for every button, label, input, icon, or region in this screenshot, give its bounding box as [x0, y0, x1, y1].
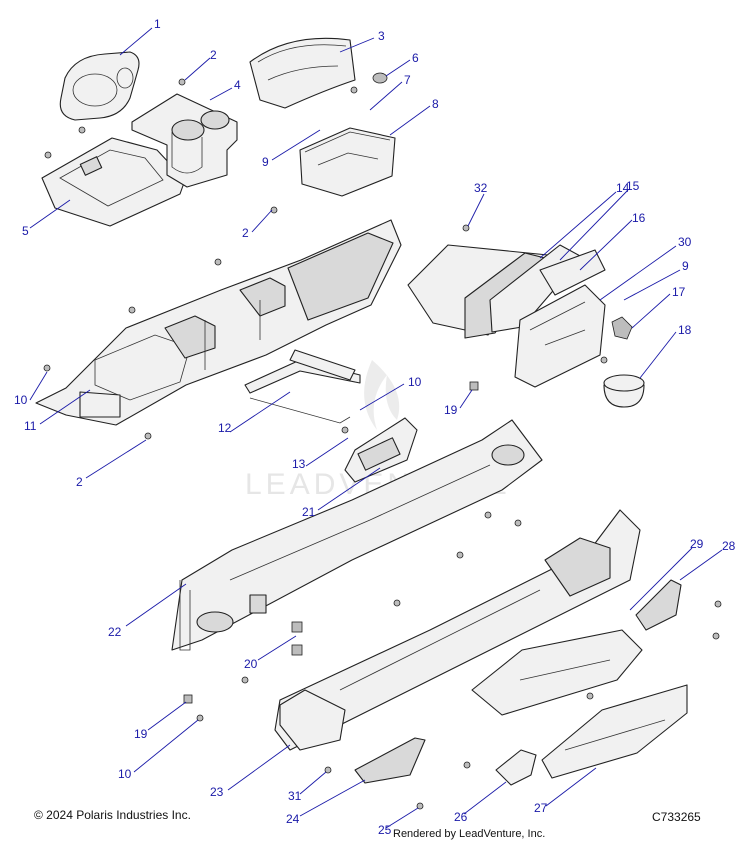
grille-part [354, 579, 682, 784]
callout-23: 23 [210, 785, 224, 799]
upper-dash-part [35, 219, 402, 426]
callout-28: 28 [722, 539, 736, 553]
storage-bin-part [299, 127, 396, 197]
callout-9: 9 [262, 155, 269, 169]
callout-12: 12 [218, 421, 232, 435]
callout-6: 6 [412, 51, 419, 65]
callout-29: 29 [690, 537, 704, 551]
callout-2c: 2 [76, 475, 83, 489]
kick-panel-part [471, 629, 643, 716]
callout-20: 20 [244, 657, 258, 671]
mounting-bracket-part [244, 349, 361, 424]
callout-10: 10 [14, 393, 28, 407]
duct-part [495, 749, 537, 786]
callout-2: 2 [210, 48, 217, 62]
callout-24: 24 [286, 812, 300, 826]
callout-21: 21 [302, 505, 316, 519]
callout-26: 26 [454, 810, 468, 824]
callout-22: 22 [108, 625, 122, 639]
callout-19b: 19 [134, 727, 148, 741]
callout-14: 14 [616, 181, 630, 195]
callout-10c: 10 [118, 767, 132, 781]
callout-11: 11 [24, 419, 37, 433]
callout-7: 7 [404, 73, 411, 87]
cupholder-console-part [131, 93, 238, 188]
callout-10b: 10 [408, 375, 422, 389]
drawing-number: C733265 [652, 810, 701, 824]
gauge-housing-part [41, 137, 186, 227]
callout-5: 5 [22, 224, 29, 238]
callout-labels: 1 2 3 4 5 6 7 8 9 2 32 14 15 16 30 9 17 … [14, 17, 736, 837]
callout-8: 8 [432, 97, 439, 111]
lower-tray-part [541, 684, 688, 779]
gauge-bezel-part [59, 51, 140, 121]
callout-1: 1 [154, 17, 161, 31]
dash-frame-part [171, 419, 543, 651]
callout-32: 32 [474, 181, 488, 195]
callout-13: 13 [292, 457, 306, 471]
fasteners [43, 78, 722, 810]
callout-4: 4 [234, 78, 241, 92]
glovebox-door-part [514, 284, 606, 388]
rendered-by-text: Rendered by LeadVenture, Inc. [393, 828, 546, 840]
callout-30: 30 [678, 235, 692, 249]
knob-part [372, 72, 388, 84]
copyright-text: © 2024 Polaris Industries Inc. [34, 808, 191, 822]
callout-27: 27 [534, 801, 548, 815]
callout-2b: 2 [242, 226, 249, 240]
callout-18: 18 [678, 323, 692, 337]
clips-part [183, 381, 479, 704]
callout-3: 3 [378, 29, 385, 43]
callout-31: 31 [288, 789, 302, 803]
callout-16: 16 [632, 211, 646, 225]
lower-dash-part [274, 509, 641, 751]
callout-17: 17 [672, 285, 686, 299]
callout-19: 19 [444, 403, 458, 417]
latch-part [611, 316, 633, 340]
callout-9b: 9 [682, 259, 689, 273]
leader-lines [29, 27, 723, 829]
upper-panel-part [249, 37, 356, 109]
callout-15: 15 [626, 179, 640, 193]
callout-25: 25 [378, 823, 392, 837]
cupholder-insert-part [603, 374, 645, 408]
vent-part [344, 417, 418, 483]
